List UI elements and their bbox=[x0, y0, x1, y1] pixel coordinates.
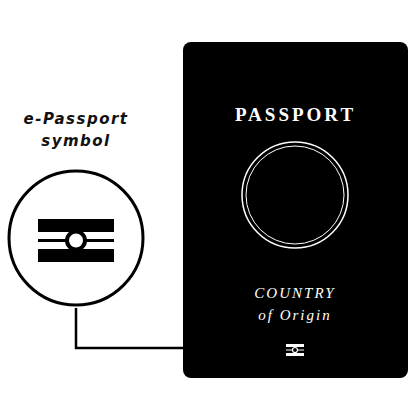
passport-cover: PASSPORT COUNTRY of Origin bbox=[183, 42, 408, 378]
symbol-bar bbox=[38, 249, 114, 262]
symbol-bar bbox=[286, 353, 304, 356]
callout-heading: e-Passport symbol bbox=[6, 108, 146, 152]
symbol-bar bbox=[286, 344, 304, 347]
emblem-ring bbox=[246, 146, 344, 244]
country-of-origin: COUNTRY of Origin bbox=[245, 282, 345, 326]
symbol-circle bbox=[293, 348, 298, 353]
passport-emblem bbox=[242, 142, 348, 248]
symbol-circle bbox=[67, 232, 85, 250]
e-passport-symbol-small bbox=[286, 344, 304, 356]
circle-outline bbox=[6, 168, 146, 308]
symbol-bar bbox=[38, 219, 114, 232]
emblem-ring bbox=[242, 142, 348, 248]
symbol-callout-circle: e-Passport symbol bbox=[6, 106, 146, 308]
symbol-line bbox=[38, 239, 114, 242]
circle-shape bbox=[9, 171, 143, 305]
connector-line bbox=[76, 308, 183, 348]
symbol-line bbox=[286, 350, 304, 351]
e-passport-symbol-large bbox=[38, 219, 114, 262]
passport-title: PASSPORT bbox=[183, 104, 408, 126]
